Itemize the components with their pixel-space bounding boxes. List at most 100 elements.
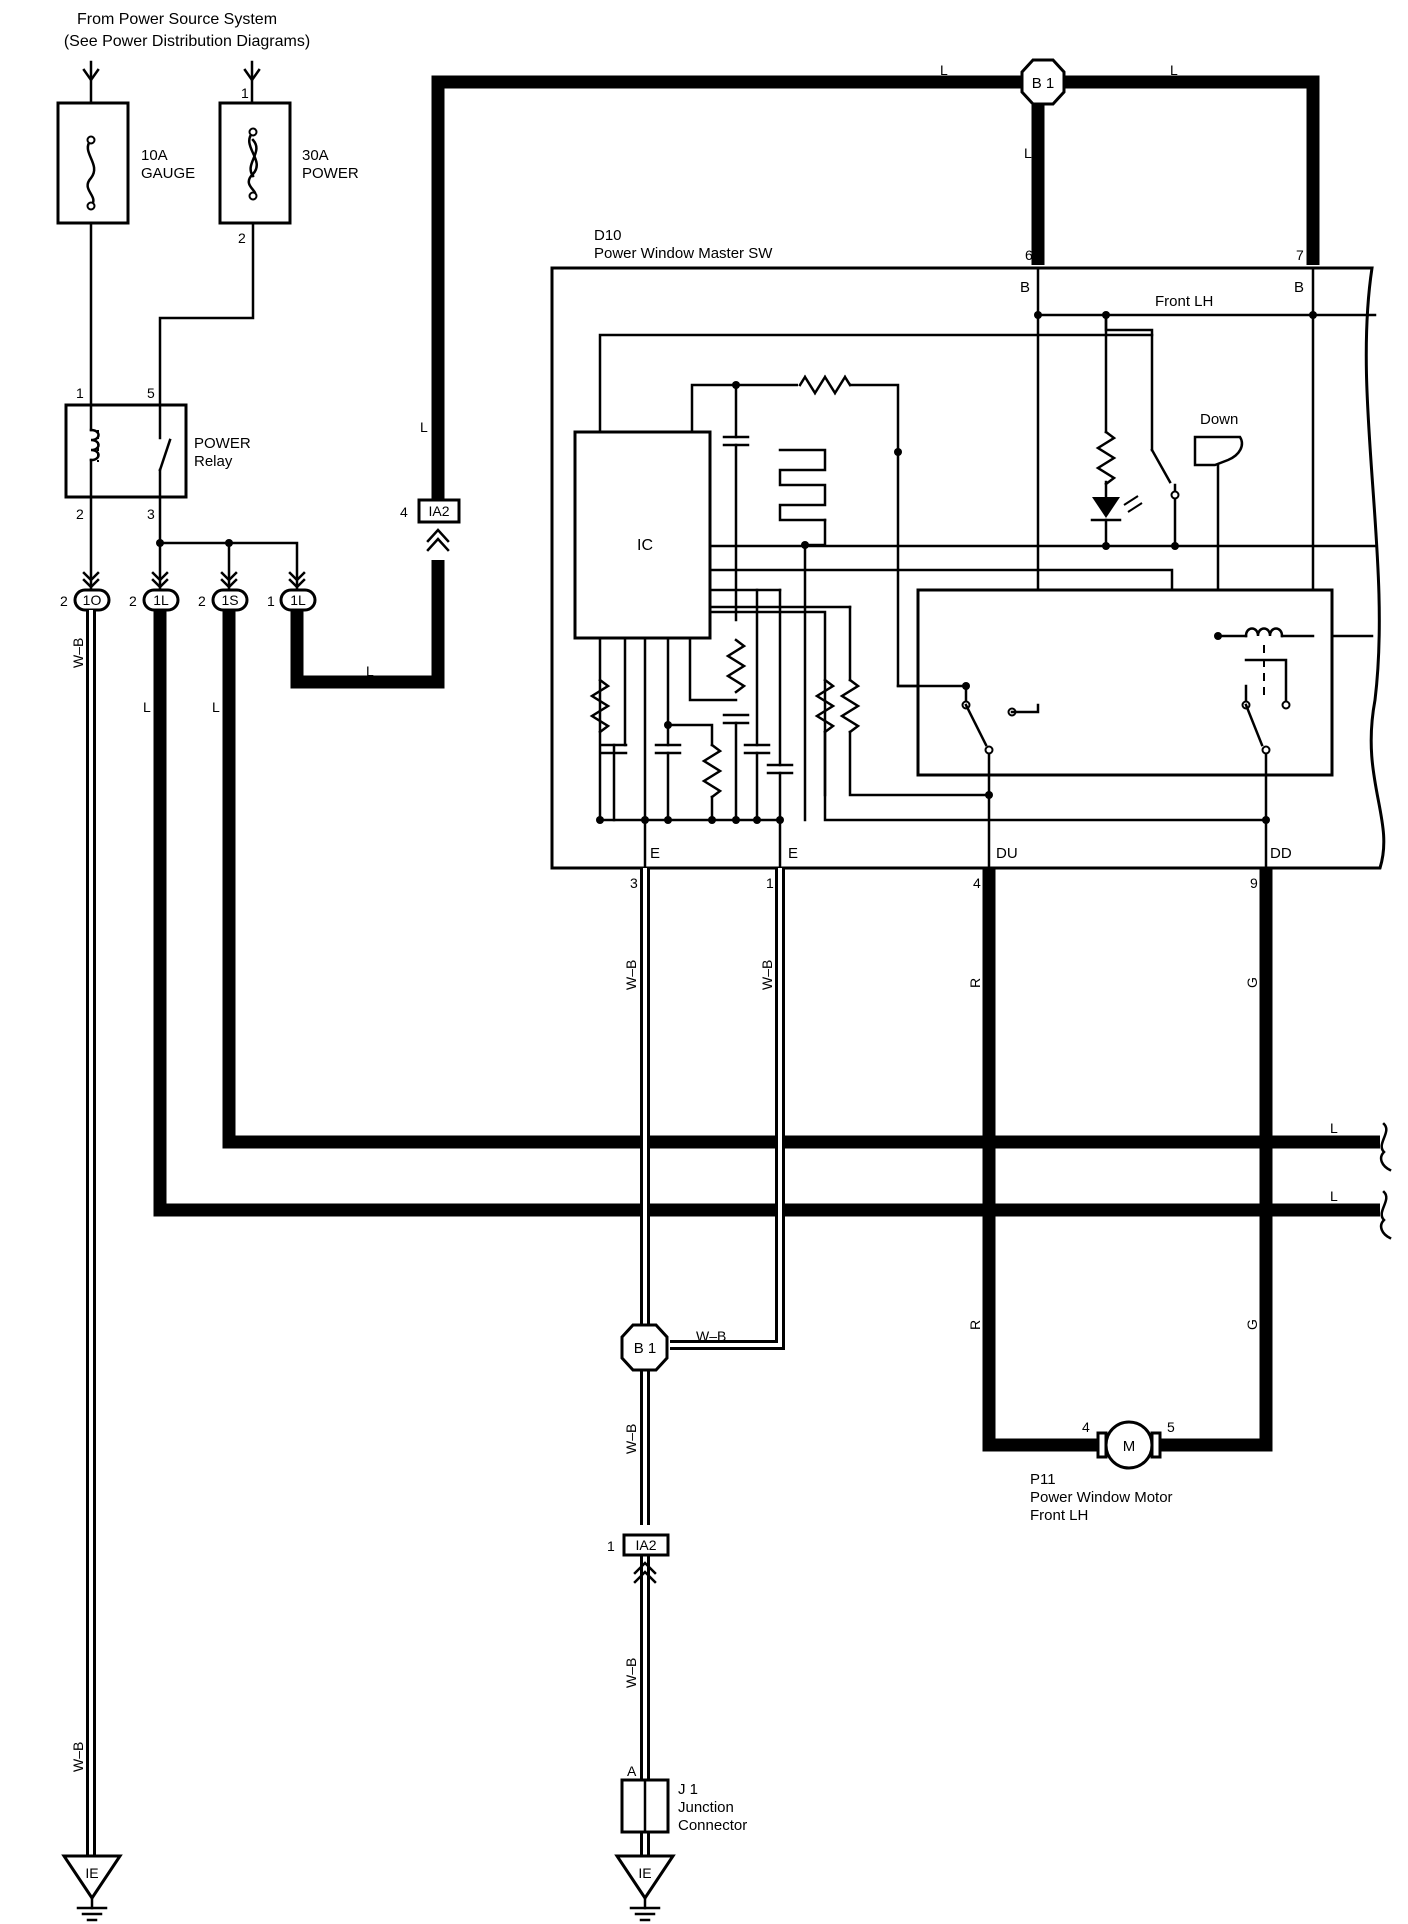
fuse-power-pin1: 1 [241, 85, 249, 101]
label-l-1l: L [143, 699, 151, 715]
wire-r-du-to-motor [982, 868, 1098, 1452]
terminal-du: DU [996, 845, 1018, 862]
svg-text:1L: 1L [153, 592, 169, 608]
ic-label: IC [637, 537, 653, 554]
connector-ia2-top-pin: 4 [400, 504, 408, 520]
front-lh-label: Front LH [1155, 293, 1213, 310]
splice-b1-lower: B 1 [620, 1323, 669, 1372]
fuse-gauge [56, 101, 130, 225]
connector-1l-b-pin: 1 [267, 593, 275, 609]
svg-text:IA2: IA2 [635, 1537, 656, 1553]
ground-ie-right: IE [614, 1854, 676, 1922]
d10-pin3: 3 [630, 875, 638, 891]
label-l-b1-down: L [1024, 145, 1032, 161]
fuse-power-pin2: 2 [238, 230, 246, 246]
connector-1l-a-pin: 2 [129, 593, 137, 609]
svg-text:IE: IE [638, 1865, 651, 1881]
label-r-lower: R [967, 1320, 983, 1330]
d10-name: Power Window Master SW [594, 245, 773, 262]
d10-code: D10 [594, 227, 622, 244]
d10-pin9: 9 [1250, 875, 1258, 891]
power-relay [64, 403, 188, 499]
power-window-motor: M [1096, 1420, 1162, 1470]
connector-ia2-top: IA2 [417, 498, 461, 552]
d10-pin6: 6 [1025, 247, 1033, 263]
label-l-bottom: L [366, 663, 374, 679]
wire-l-b1-to-pin7 [1061, 75, 1320, 265]
label-l-1s: L [212, 699, 220, 715]
wire-l-1s-long [222, 610, 1380, 1149]
relay-pin2: 2 [76, 506, 84, 522]
fuse-power [218, 101, 292, 225]
relay-coil [1244, 627, 1284, 638]
source-title-line1: From Power Source System [77, 11, 277, 28]
fuse-power-rating: 30A [302, 147, 329, 164]
ground-ie-left: IE [61, 1854, 123, 1922]
connector-1s-pin: 2 [198, 593, 206, 609]
motor-pin5: 5 [1167, 1419, 1175, 1435]
fuse-gauge-rating: 10A [141, 147, 168, 164]
d10-pin7: 7 [1296, 247, 1304, 263]
label-l-top2: L [1170, 62, 1178, 78]
svg-text:B 1: B 1 [1032, 75, 1055, 92]
relay-name-line1: POWER [194, 435, 251, 452]
terminal-e-right: E [788, 845, 798, 862]
label-l-right1: L [1330, 1120, 1338, 1136]
svg-text:B 1: B 1 [634, 1340, 657, 1357]
motor-relay-block [916, 588, 1334, 777]
terminal-b-right: B [1294, 279, 1304, 296]
j1-pin-a: A [627, 1763, 637, 1779]
label-l-top1: L [940, 62, 948, 78]
wire-break-mark-1 [1379, 1122, 1392, 1172]
label-wb-left-upper: W–B [70, 638, 86, 668]
connector-ia2-lower-pin: 1 [607, 1538, 615, 1554]
source-title-line2: (See Power Distribution Diagrams) [64, 33, 310, 50]
power-input-arrow-gauge [82, 60, 100, 105]
svg-text:IE: IE [85, 1865, 98, 1881]
wire-l-to-b1-top-left [431, 75, 1030, 520]
inductor-element [778, 448, 827, 522]
label-l-right2: L [1330, 1188, 1338, 1204]
fuse-gauge-name: GAUGE [141, 165, 195, 182]
label-l-vertical: L [420, 419, 428, 435]
label-wb-e2: W–B [759, 960, 775, 990]
motor-name-line2: Front LH [1030, 1507, 1088, 1524]
connector-1l-a: 1L [142, 588, 180, 612]
power-input-arrow-power [243, 60, 261, 105]
relay-pin3: 3 [147, 506, 155, 522]
connector-1l-b: 1L [279, 588, 317, 612]
j1-code: J 1 [678, 1781, 698, 1798]
motor-symbol: M [1123, 1438, 1136, 1455]
j1-name-line1: Junction [678, 1799, 734, 1816]
ic-block [573, 430, 712, 640]
label-wb-b1: W–B [696, 1328, 726, 1344]
down-label: Down [1200, 411, 1238, 428]
label-wb-left-lower: W–B [70, 1742, 86, 1772]
relay-name-line2: Relay [194, 453, 233, 470]
label-wb-ia2-down: W–B [623, 1658, 639, 1688]
motor-name-line1: Power Window Motor [1030, 1489, 1173, 1506]
fuse-power-name: POWER [302, 165, 359, 182]
connector-chevrons-row [82, 571, 306, 589]
motor-code: P11 [1030, 1471, 1056, 1488]
svg-text:1O: 1O [83, 592, 102, 608]
d10-pin4: 4 [973, 875, 981, 891]
svg-text:IA2: IA2 [428, 503, 449, 519]
connector-1o-pin: 2 [60, 593, 68, 609]
label-wb-e1: W–B [623, 960, 639, 990]
terminal-e-left: E [650, 845, 660, 862]
down-button-icon[interactable] [1193, 435, 1244, 467]
wire-power-to-relay [158, 221, 255, 407]
d10-pin1: 1 [766, 875, 774, 891]
relay-pin1: 1 [76, 385, 84, 401]
connector-ia2-lower: IA2 [622, 1533, 670, 1584]
j1-name-line2: Connector [678, 1817, 747, 1834]
relay-pin5: 5 [147, 385, 155, 401]
label-r-upper: R [967, 978, 983, 988]
connector-1o: 1O [73, 588, 111, 612]
connector-1s: 1S [211, 588, 249, 612]
wire-l-relay-to-ia2 [290, 560, 445, 689]
terminal-dd: DD [1270, 845, 1292, 862]
